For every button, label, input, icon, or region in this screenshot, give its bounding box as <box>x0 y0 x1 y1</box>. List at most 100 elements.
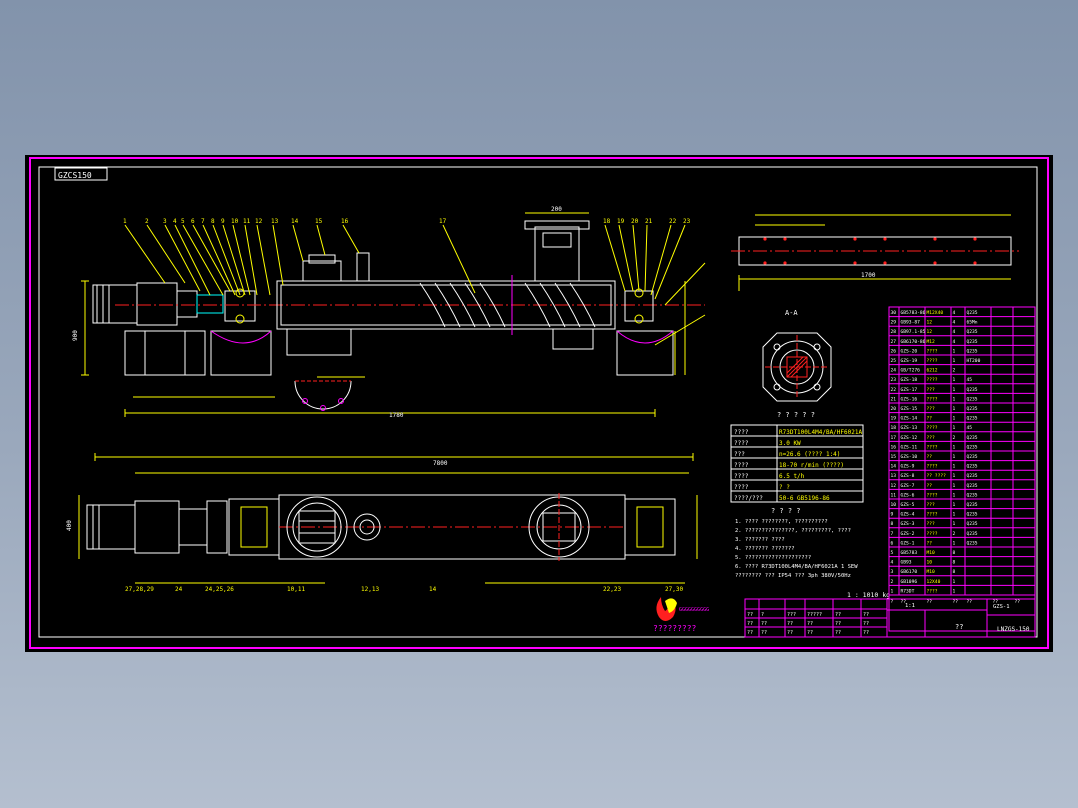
bom-cell: GZS-17 <box>901 387 918 393</box>
section-a-a: A-A <box>762 309 832 402</box>
code-tag-box <box>54 167 108 181</box>
bom-cell: 26 <box>891 348 897 354</box>
title-block-cell: ? <box>761 612 764 618</box>
bom-cell: 1 <box>891 588 894 594</box>
bom-cell: M12 <box>927 339 936 345</box>
leader-lines <box>124 224 706 346</box>
bom-cell: 1 <box>953 502 956 508</box>
bom-cell: Q235 <box>967 444 978 450</box>
bom-cell: Q235 <box>967 416 978 422</box>
bom-cell: 1 <box>953 425 956 431</box>
svg-text:9: 9 <box>221 218 225 225</box>
note-line-4: 5. ???????????????????? <box>735 555 811 561</box>
bom-cell: ???? <box>927 464 938 470</box>
svg-text:6: 6 <box>191 218 195 225</box>
bom-cell: ???? <box>927 444 938 450</box>
bom-cell: GZS-8 <box>901 473 915 479</box>
bom-cell: ??? <box>927 387 936 393</box>
bom-cell: Q235 <box>967 512 978 518</box>
bom-cell: 1 <box>953 464 956 470</box>
bom-cell: 6 <box>891 540 894 546</box>
bom-cell: 1 <box>953 521 956 527</box>
bom-cell: 19 <box>891 416 897 422</box>
bom-cell: 18 <box>891 425 897 431</box>
bom-cell: 45 <box>967 377 973 383</box>
svg-text:11: 11 <box>243 218 251 225</box>
param-value-6: 50-6 GB5196-86 <box>779 495 830 502</box>
bom-cell: ??? <box>927 502 936 508</box>
bom-cell: 30 <box>891 310 897 316</box>
bom-cell: ?? <box>927 540 933 546</box>
svg-text:18: 18 <box>603 218 611 225</box>
bom-cell: 8 <box>953 560 956 566</box>
bom-cell: GZS-1 <box>901 540 915 546</box>
bom-cell: GZS-14 <box>901 416 918 422</box>
motor-body <box>92 284 138 324</box>
bom-cell: GZS-4 <box>901 512 915 518</box>
bom-cell: 1 <box>953 387 956 393</box>
bom-cell: 17 <box>891 435 897 441</box>
bom-cell: 2 <box>891 579 894 585</box>
title-block: ??????????????????????????????????????? … <box>744 598 1036 638</box>
svg-text:27,28,29: 27,28,29 <box>125 586 154 593</box>
note-line-3: 4. ??????? ??????? <box>735 546 795 552</box>
bom-cell: Q235 <box>967 435 978 441</box>
shaft-detail: 1700 <box>731 214 1019 291</box>
bom-cell: Q235 <box>967 473 978 479</box>
bom-cell: GZS-7 <box>901 483 915 489</box>
bom-header-cell: ?? <box>901 599 907 605</box>
bom-cell: GB6170 <box>901 569 918 575</box>
note-line-6: ???????? ??? IP54 ??? 3ph 380V/50Hz <box>735 573 851 579</box>
bom-cell: 1 <box>953 540 956 546</box>
bom-cell: ???? <box>927 396 938 402</box>
svg-text:14: 14 <box>429 586 437 593</box>
bom-cell: Q235 <box>967 310 978 316</box>
title-block-cell: ????? <box>807 612 822 618</box>
bom-cell: 7 <box>891 531 894 537</box>
gearbox <box>136 282 178 326</box>
trough-body <box>276 280 616 330</box>
motor-base <box>124 330 206 376</box>
bom-cell: GZS-11 <box>901 444 918 450</box>
tech-params-table: ? ? ? ? ? ???? R73DT100L4M4/BA/HF6021A ?… <box>730 411 864 503</box>
bom-cell: ???? <box>927 588 938 594</box>
bom-header-cell: ?? <box>1015 599 1021 605</box>
bom-cell: 1 <box>953 416 956 422</box>
bom-cell: 4 <box>891 560 894 566</box>
svg-text:14: 14 <box>291 218 299 225</box>
bom-cell: ?? <box>927 416 933 422</box>
company-logo: GGGGGGGGGG ????????? <box>653 597 709 633</box>
dim-width: 400 <box>66 520 73 531</box>
bom-cell: 4 <box>953 329 956 335</box>
svg-text:22,23: 22,23 <box>603 586 621 593</box>
outlet-chute <box>534 226 580 282</box>
dim-height: 900 <box>72 330 79 341</box>
bom-cell: ??? <box>927 435 936 441</box>
svg-text:5: 5 <box>181 218 185 225</box>
svg-text:24: 24 <box>175 586 183 593</box>
bom-cell: GZS-20 <box>901 348 918 354</box>
bom-cell: 8 <box>891 521 894 527</box>
bom-header-cell: ?? <box>927 599 933 605</box>
dimension-lines-front <box>81 212 686 417</box>
bom-cell: 11 <box>891 492 897 498</box>
bom-cell: ???? <box>927 512 938 518</box>
dim-plan-length: 7800 <box>433 460 448 467</box>
title-block-cell: ?? <box>747 612 753 618</box>
title-block-cell: ?? <box>761 630 767 636</box>
param-label-1: ???? <box>734 440 749 447</box>
bom-cell: 1 <box>953 444 956 450</box>
logo-text: GGGGGGGGGG <box>679 607 709 613</box>
bom-cell: 24 <box>891 368 897 374</box>
svg-text:23: 23 <box>683 218 691 225</box>
svg-text:12: 12 <box>255 218 263 225</box>
bom-cell: GZS-16 <box>901 396 918 402</box>
bom-cell: 12 <box>927 329 933 335</box>
drawing-canvas: GZCS150 <box>29 157 1049 649</box>
bom-cell: 1 <box>953 377 956 383</box>
bom-cell: 2 <box>953 435 956 441</box>
bom-cell: GZS-19 <box>901 358 918 364</box>
technical-notes: ? ? ? ? 1. ???? ????????, ?????????? 2. … <box>735 507 890 599</box>
title-block-cell: ?? <box>747 621 753 627</box>
